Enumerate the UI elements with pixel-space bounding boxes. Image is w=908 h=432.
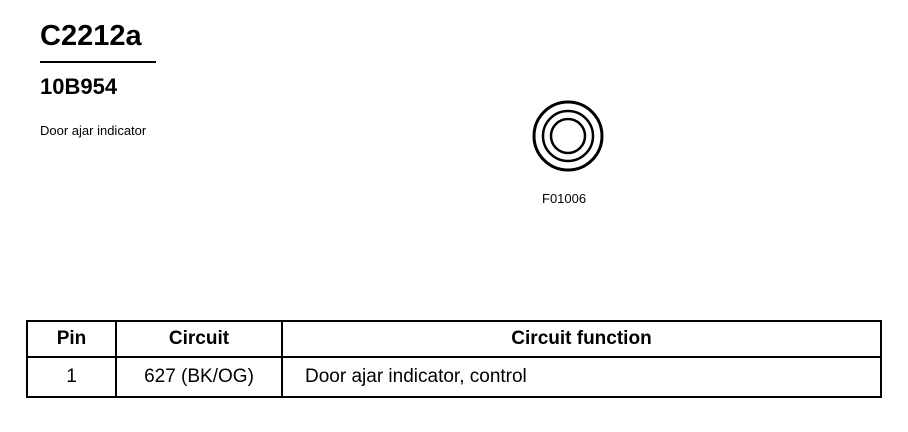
- part-number: 10B954: [40, 74, 118, 99]
- pin-cell: 1: [26, 356, 117, 398]
- connector-inner-ring: [541, 109, 595, 163]
- circuit-cell: 627 (BK/OG): [115, 356, 283, 398]
- table-row: 1 627 (BK/OG) Door ajar indicator, contr…: [26, 356, 882, 398]
- function-cell: Door ajar indicator, control: [281, 356, 882, 398]
- column-header-pin: Pin: [26, 320, 117, 358]
- figure-code: F01006: [542, 191, 587, 206]
- title-underline: [40, 61, 156, 63]
- connector-description: Door ajar indicator: [40, 123, 147, 138]
- column-header-circuit: Circuit: [115, 320, 283, 358]
- connector-face-diagram: [532, 100, 604, 172]
- column-header-function: Circuit function: [281, 320, 882, 358]
- pin-table: Pin Circuit Circuit function 1 627 (BK/O…: [26, 320, 882, 398]
- connector-pin-ring: [549, 117, 587, 155]
- table-header-row: Pin Circuit Circuit function: [26, 320, 882, 358]
- connector-id: C2212a: [40, 20, 142, 52]
- connector-outer-ring: [532, 100, 604, 172]
